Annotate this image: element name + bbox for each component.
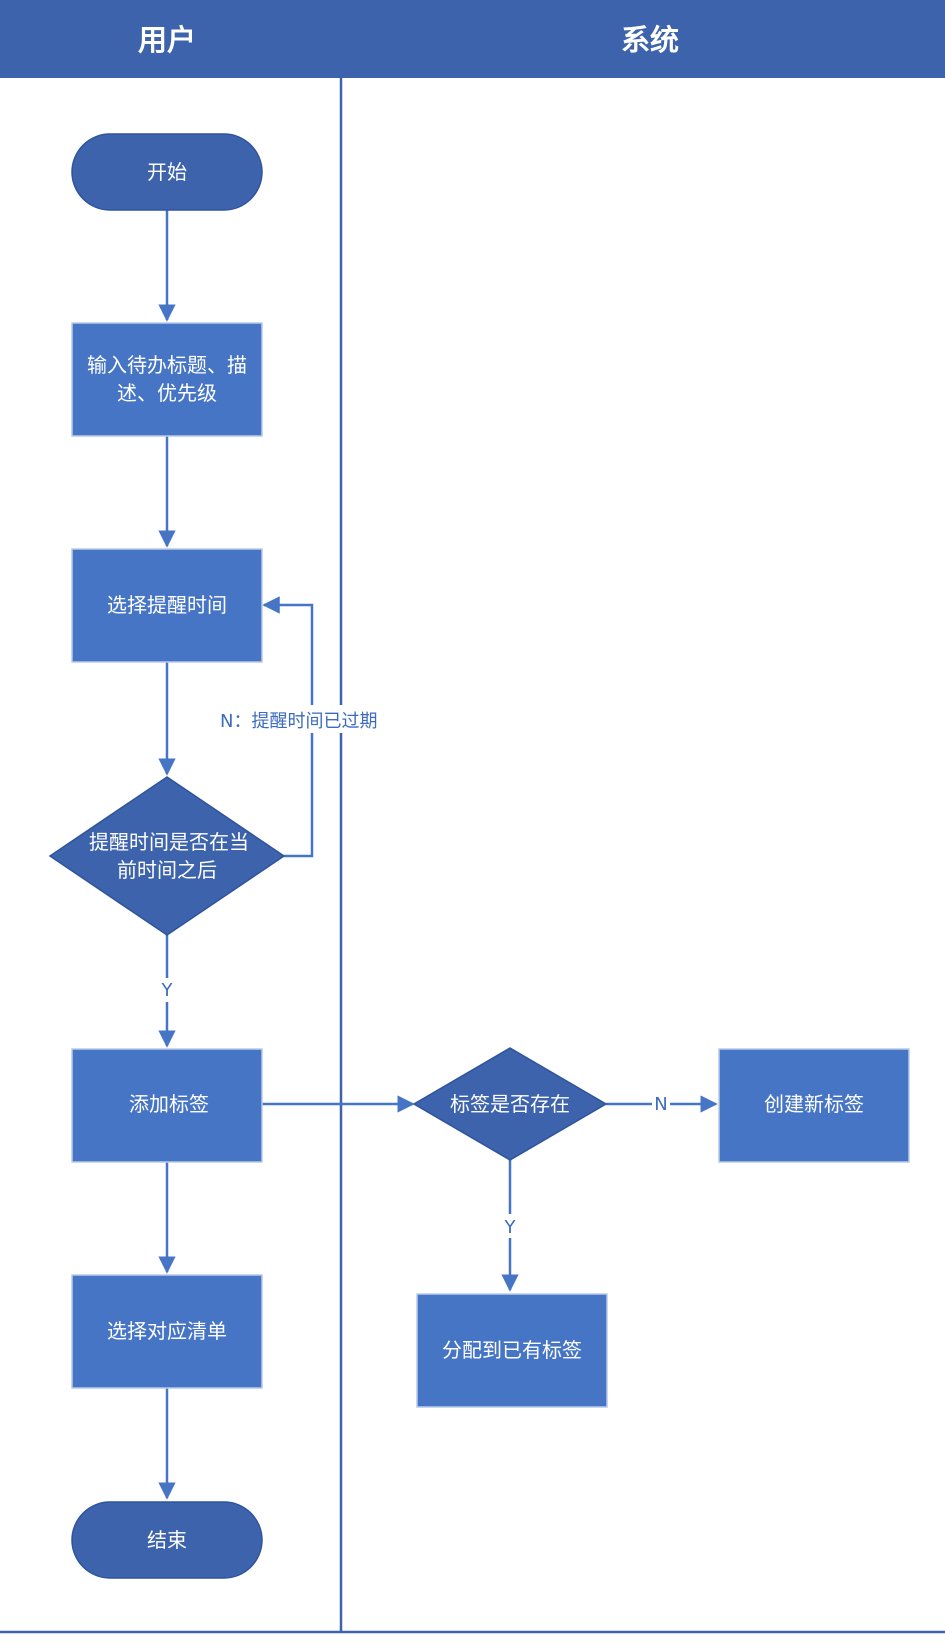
node-create-tag-label: 创建新标签 (764, 1092, 864, 1116)
node-assign-tag (416, 1293, 608, 1408)
node-add-tag (71, 1048, 263, 1163)
node-decision-time-label-1: 提醒时间是否在当 (89, 830, 249, 854)
node-start (71, 133, 263, 211)
label-bg-time-no (216, 705, 408, 733)
edge-label-tag-no: N (654, 1094, 667, 1115)
label-bg-tag-yes (500, 1214, 520, 1238)
node-add-tag-label: 添加标签 (129, 1092, 209, 1116)
node-decision-tag-label: 标签是否存在 (450, 1092, 570, 1116)
node-assign-tag-label: 分配到已有标签 (442, 1338, 582, 1362)
label-bg-time-yes (157, 978, 177, 1002)
label-bg-tag-no (652, 1092, 670, 1116)
node-end-label: 结束 (147, 1528, 187, 1552)
node-select-reminder-label: 选择提醒时间 (107, 593, 227, 617)
node-input-task (71, 322, 263, 437)
node-select-reminder (71, 548, 263, 663)
node-decision-time-label-2: 前时间之后 (117, 858, 217, 882)
lane-header-user (0, 0, 340, 78)
edge-label-time-no: N：提醒时间已过期 (220, 711, 377, 732)
lane-header-system (342, 0, 945, 78)
node-input-task-label-1: 输入待办标题、描 (87, 353, 247, 377)
node-input-task-label-2: 述、优先级 (117, 381, 217, 405)
node-create-tag (718, 1048, 910, 1163)
node-decision-tag (412, 1047, 608, 1161)
node-decision-time (48, 776, 286, 936)
node-start-label: 开始 (147, 160, 187, 184)
edge-label-time-yes: Y (161, 980, 174, 1001)
node-end (71, 1501, 263, 1579)
lane-title-user: 用户 (138, 23, 196, 57)
edge-label-tag-yes: Y (504, 1217, 517, 1238)
node-select-list (71, 1274, 263, 1389)
lane-title-system: 系统 (621, 23, 679, 57)
node-select-list-label: 选择对应清单 (107, 1319, 227, 1343)
